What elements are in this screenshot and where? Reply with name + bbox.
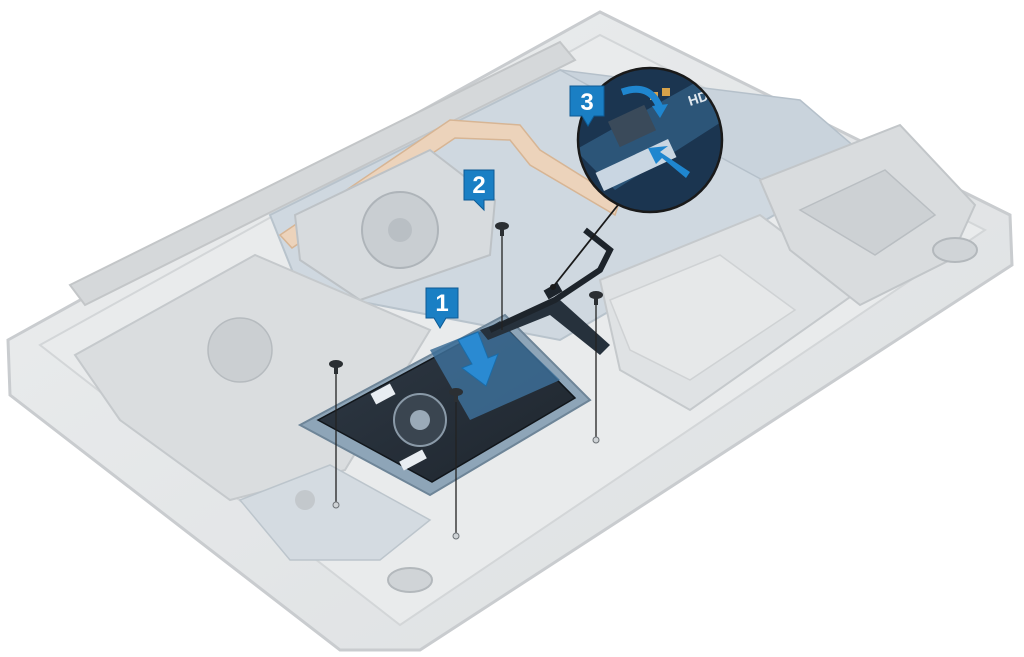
callout-2: 2	[463, 169, 495, 212]
inset-leader-line	[550, 204, 619, 290]
callout-3: 3	[569, 85, 605, 127]
touchpad	[598, 213, 862, 412]
screw-guide-lines	[335, 232, 597, 536]
screw-icon	[329, 360, 343, 374]
hard-drive-assembly	[297, 300, 610, 497]
callout-3-number: 3	[580, 89, 593, 116]
io-board	[238, 464, 432, 561]
screw-hole-markers	[332, 436, 600, 540]
callout-1: 1	[425, 287, 459, 329]
battery-bay	[758, 123, 977, 307]
screw-icon	[495, 222, 509, 236]
hinge-bar-left	[68, 40, 577, 307]
speaker-right	[932, 237, 978, 263]
callout-1-number: 1	[435, 290, 448, 317]
system-fan	[293, 148, 497, 302]
hdd-flex-cable	[488, 227, 614, 333]
screw-icon	[449, 388, 463, 402]
push-arrow-icon	[457, 331, 499, 387]
screw-icon	[589, 291, 603, 305]
callout-2-number: 2	[472, 172, 485, 199]
speaker-left	[387, 567, 433, 593]
magnifier-inset: HDD	[576, 66, 724, 214]
